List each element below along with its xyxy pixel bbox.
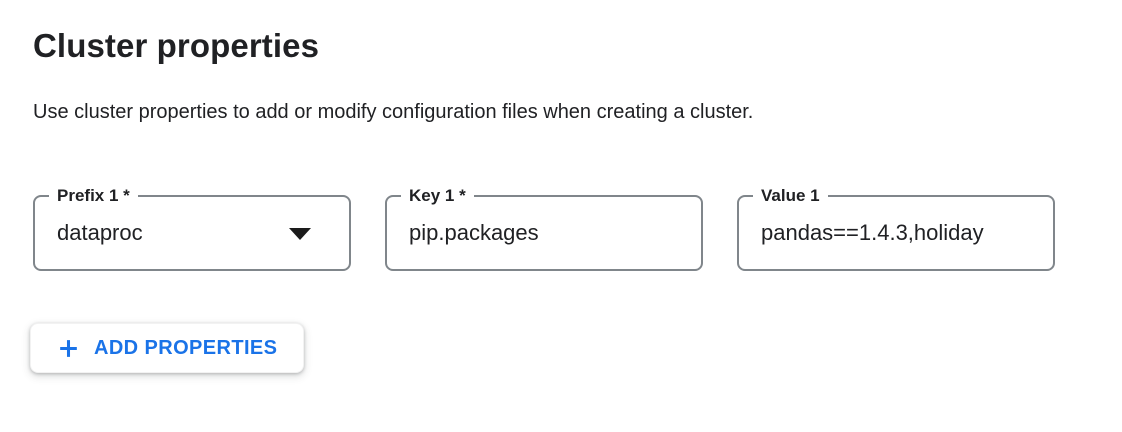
prefix-select[interactable]: Prefix 1 * dataproc [33,185,351,271]
add-properties-label: ADD PROPERTIES [94,336,278,359]
plus-icon [55,335,82,362]
property-row-1: Prefix 1 * dataproc Key 1 * Value 1 [33,185,1089,271]
prefix-select-label: Prefix 1 * [49,185,138,206]
key-field: Key 1 * [385,185,703,271]
add-properties-button[interactable]: ADD PROPERTIES [30,323,305,373]
key-field-label: Key 1 * [401,185,474,206]
value-field: Value 1 [737,185,1055,271]
value-field-label: Value 1 [753,185,828,206]
page-title: Cluster properties [33,27,320,64]
value-input[interactable] [761,220,1043,246]
cluster-properties-section: Cluster properties Use cluster propertie… [30,27,1089,373]
dropdown-arrow-icon [289,228,311,240]
prefix-select-value: dataproc [57,220,143,245]
page-description: Use cluster properties to add or modify … [33,101,754,123]
key-input[interactable] [409,220,691,246]
